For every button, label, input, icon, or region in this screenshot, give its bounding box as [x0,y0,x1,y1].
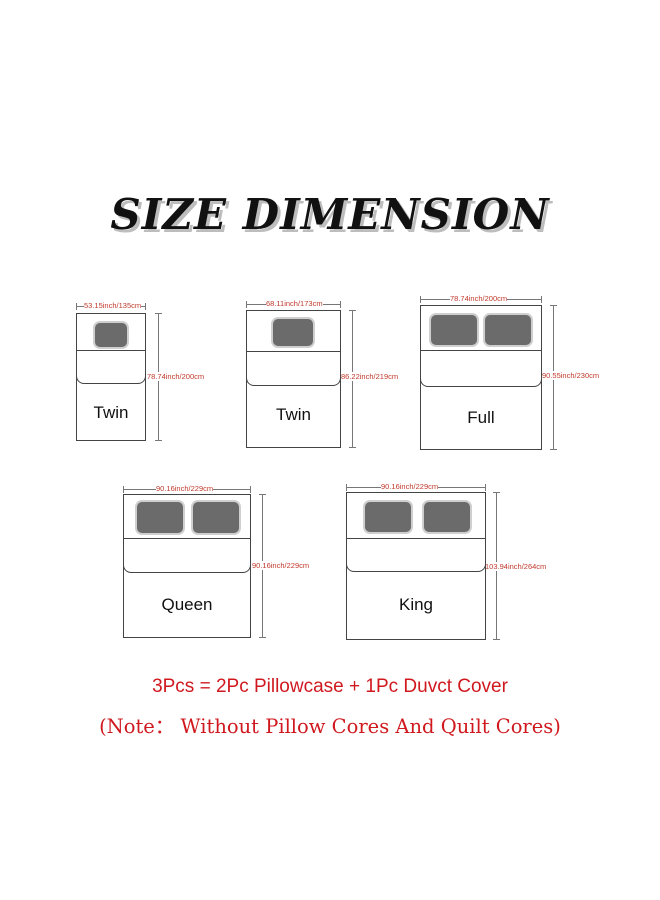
duvet-fold [345,538,486,572]
length-dimension-label: 90.55inch/230cm [542,371,600,380]
width-dimension-label: 68.11inch/173cm [266,299,323,308]
bed-size-name: Full [467,408,495,427]
width-dimension-label: 53.15inch/135cm [84,301,142,310]
bed-outline: Queen [122,494,251,638]
duvet-fold [122,538,251,573]
duvet-fold [75,350,146,384]
set-contents-note: 3Pcs = 2Pc Pillowcase + 1Pc Duvct Cover [152,676,508,697]
pillow-icon [431,315,477,345]
pillow-icon [137,502,183,533]
pillow-icon [273,319,313,346]
cores-excluded-note: (Note： Without Pillow Cores And Quilt Co… [99,715,561,738]
pillow-icon [485,315,531,345]
pillow-icon [365,502,411,532]
duvet-fold [245,351,341,386]
bed-outline: Twin [245,310,341,448]
pillow-icon [193,502,239,533]
length-dimension-label: 86.22inch/219cm [341,372,399,381]
bed-outline: King [345,492,486,640]
duvet-fold [419,350,542,387]
length-dimension-label: 78.74inch/200cm [147,372,205,381]
pillow-icon [95,323,127,347]
bed-outline: Twin [75,313,146,441]
width-dimension-label: 78.74inch/200cm [450,294,508,303]
bed-outline: Full [419,305,542,450]
pillow-icon [424,502,470,532]
page-title: SIZE DIMENSION [110,190,550,239]
bed-size-name: King [398,595,434,614]
bed-size-name: Queen [161,595,213,614]
length-dimension-label: 103.94inch/264cm [485,562,547,571]
width-dimension-label: 90.16inch/229cm [381,482,439,491]
bed-size-name: Twin [276,405,311,424]
length-dimension-label: 90.16inch/229cm [252,561,310,570]
width-dimension-label: 90.16inch/229cm [156,484,214,493]
bed-size-name: Twin [93,403,129,422]
